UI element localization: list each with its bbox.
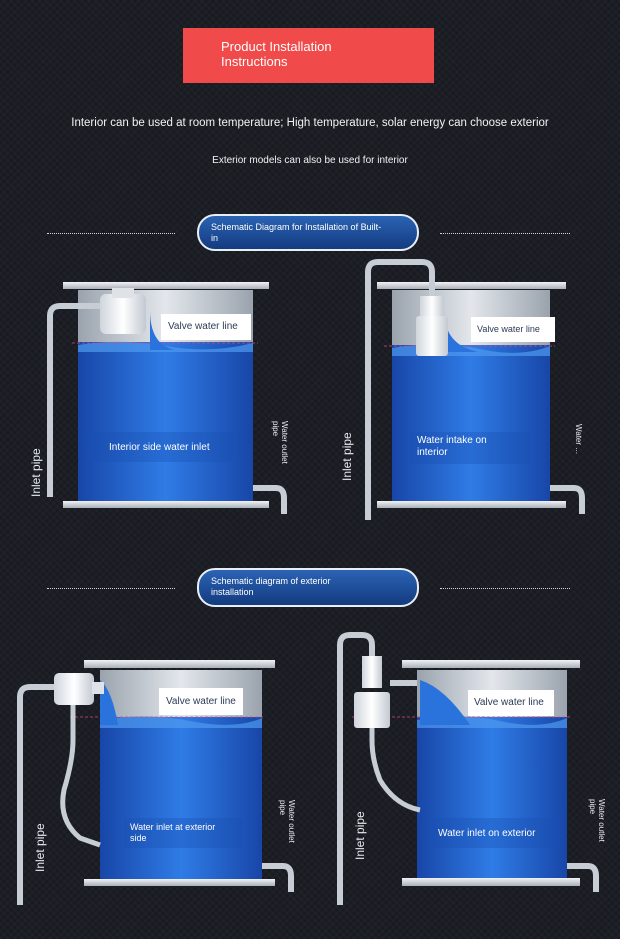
inlet-pipe-label: Inlet pipe xyxy=(353,811,367,860)
valve-label-bg xyxy=(471,317,555,342)
outlet-pipe-exterior-right xyxy=(567,863,599,892)
inlet-pipe-exterior-left xyxy=(17,673,104,905)
inlet-pipe-builtin-left xyxy=(47,288,146,497)
valve-label-bg xyxy=(468,690,554,716)
intro-text-1: Interior can be used at room temperature… xyxy=(71,117,549,129)
valve-label-bg xyxy=(161,314,251,340)
valve-water-line-label: Valve water line xyxy=(474,697,544,708)
inlet-pipe-label: Inlet pipe xyxy=(33,823,47,872)
inner-inlet-label: Interior side water inlet xyxy=(109,442,210,453)
tank-exterior-right xyxy=(352,660,580,886)
valve-water-line-label: Valve water line xyxy=(166,696,236,707)
divider-left-1 xyxy=(47,233,175,234)
intro-text-2: Exterior models can also be used for int… xyxy=(212,155,408,166)
inlet-pipe-label: Inlet pipe xyxy=(340,432,354,481)
divider-right-2 xyxy=(440,588,570,589)
inner-inlet-label: Water inlet at exterior side xyxy=(130,822,216,843)
title-line-2: Instructions xyxy=(221,54,288,69)
section-heading-exterior: Schematic diagram of exterior installati… xyxy=(197,568,419,607)
valve-label-bg xyxy=(159,688,243,715)
title-line-1: Product Installation xyxy=(221,39,332,54)
inner-inlet-label: Water inlet on exterior xyxy=(438,828,536,839)
outlet-pipe-exterior-left xyxy=(262,863,294,892)
tank-builtin-right xyxy=(377,282,566,508)
section-heading-builtin: Schematic Diagram for Installation of Bu… xyxy=(197,214,419,251)
valve-water-line-label: Valve water line xyxy=(477,324,540,334)
divider-right-1 xyxy=(440,233,570,234)
inlet-pipe-builtin-right xyxy=(365,259,448,520)
outlet-pipe-label: Water outlet pipe xyxy=(588,799,606,842)
outlet-pipe-label: Water outlet pipe xyxy=(278,800,296,843)
outlet-pipe-builtin-left xyxy=(253,485,287,514)
outlet-pipe-label: Water outlet pipe xyxy=(271,421,289,464)
tank-exterior-left xyxy=(70,660,275,886)
outlet-pipe-label: Water ... xyxy=(574,424,583,454)
outlet-pipe-builtin-right xyxy=(550,485,585,514)
inner-inlet-label: Water intake on interior xyxy=(417,435,487,458)
divider-left-2 xyxy=(47,588,175,589)
inlet-pipe-label: Inlet pipe xyxy=(29,448,43,497)
valve-water-line-label: Valve water line xyxy=(168,321,238,332)
inlet-pipe-exterior-right xyxy=(337,632,421,905)
title-banner: Product Installation Instructions xyxy=(183,28,434,83)
